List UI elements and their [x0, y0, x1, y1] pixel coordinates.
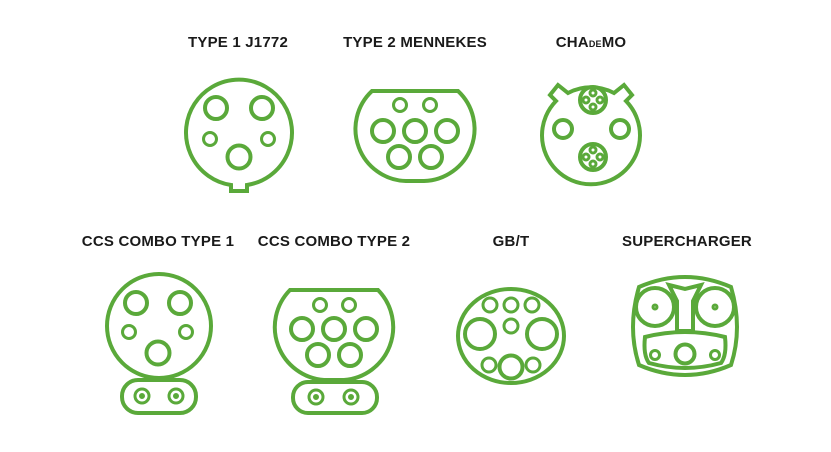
label-supercharger: SUPERCHARGER — [622, 233, 752, 250]
label-chademo: CHADEMO — [556, 34, 627, 51]
label-chademo-part1: CHA — [555, 34, 589, 51]
label-type2: TYPE 2 MENNEKES — [343, 34, 487, 51]
label-chademo-part3: MO — [601, 34, 627, 51]
label-gbt: GB/T — [492, 233, 530, 250]
supercharger-connector-icon — [631, 275, 739, 377]
label-type1: TYPE 1 J1772 — [188, 34, 288, 51]
label-chademo-part2: DE — [588, 39, 602, 49]
label-ccs1: CCS COMBO TYPE 1 — [81, 233, 235, 250]
type2-connector-icon — [353, 89, 477, 183]
ccs1-connector-icon — [105, 272, 213, 415]
gbt-connector-icon — [456, 287, 566, 385]
ccs2-connector-icon — [272, 288, 396, 415]
type1-connector-icon — [184, 77, 294, 193]
chademo-connector-icon — [540, 82, 642, 187]
label-ccs2: CCS COMBO TYPE 2 — [257, 233, 411, 250]
